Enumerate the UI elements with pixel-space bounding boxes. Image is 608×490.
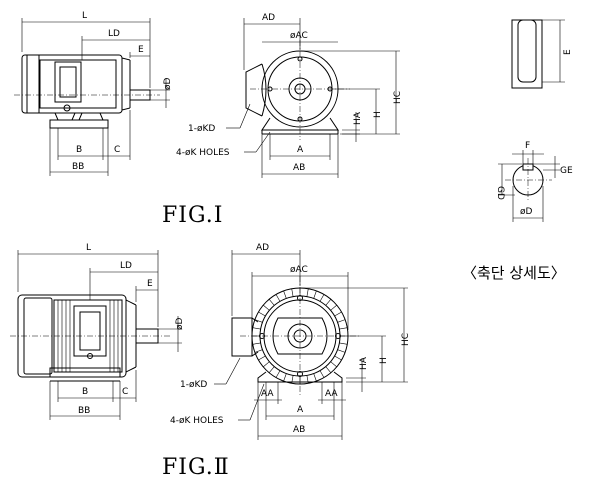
dim-HA: HA — [353, 111, 363, 125]
shaft-section-view: F GE GD øD — [495, 141, 573, 222]
cooling-fin — [291, 288, 294, 297]
dim-D-2: øD — [175, 317, 185, 330]
cooling-fin — [263, 304, 270, 311]
dim-L-2: L — [86, 243, 91, 253]
dim-AC-2: øAC — [290, 265, 308, 275]
fig2-caption: FIG.Ⅱ — [162, 455, 230, 480]
cooling-fin — [319, 294, 325, 302]
fig1-side-view — [14, 54, 160, 129]
dim-H-2: H — [379, 357, 389, 364]
cooling-fin — [319, 370, 325, 378]
cooling-fin — [263, 361, 270, 368]
cooling-fin — [252, 342, 261, 345]
cooling-fin — [268, 366, 275, 373]
dim-LD: LD — [108, 29, 120, 39]
fig2-front-view — [231, 276, 360, 395]
cooling-fin — [306, 288, 309, 297]
dim-LD-2: LD — [120, 261, 132, 271]
dim-B: B — [76, 145, 82, 155]
dim-HC-2: HC — [401, 333, 411, 346]
cooling-fin — [254, 349, 263, 353]
cooling-fin — [330, 304, 337, 311]
dim-K-holes-2: 4-øK HOLES — [170, 416, 224, 426]
dim-A-2: A — [297, 405, 304, 415]
cooling-fin — [330, 361, 337, 368]
dim-K-holes: 4-øK HOLES — [176, 148, 230, 158]
dim-AB: AB — [293, 163, 305, 173]
cooling-fin — [334, 311, 342, 317]
dim-C-2: C — [122, 387, 128, 397]
dim-AC: øAC — [290, 31, 308, 41]
dim-B-2: B — [82, 387, 88, 397]
cooling-fin — [275, 370, 281, 378]
dim-AD: AD — [262, 13, 275, 23]
cooling-fin — [258, 355, 266, 361]
cooling-fin — [258, 311, 266, 317]
dim-L: L — [82, 11, 87, 21]
cooling-fin — [313, 373, 317, 382]
dim-KD-2: 1-øKD — [180, 380, 207, 390]
cooling-fin — [325, 366, 332, 373]
dim-HC: HC — [393, 91, 403, 104]
shaft-keyway-top-view: E — [511, 19, 573, 89]
fig1-front-view — [245, 40, 350, 140]
cooling-fin — [283, 373, 287, 382]
shaft-detail-title: 〈축단 상세도〉 — [462, 264, 566, 282]
dim-C: C — [114, 145, 120, 155]
dim-GD: GD — [495, 186, 505, 200]
cooling-fin — [339, 327, 348, 330]
dim-D: øD — [163, 77, 173, 90]
dim-AA-left: AA — [261, 389, 274, 399]
cooling-fin — [283, 290, 287, 299]
dim-KD: 1-øKD — [188, 124, 215, 134]
cooling-fin — [337, 319, 346, 323]
dim-E-detail: E — [563, 49, 573, 55]
dim-GE: GE — [560, 166, 573, 176]
dim-A: A — [297, 145, 304, 155]
cooling-fin — [313, 290, 317, 299]
dim-F: F — [525, 141, 530, 151]
fig1-front-dims: AD øAC HA H HC 1-øKD 4-øK HOLES A — [176, 13, 403, 178]
cooling-fin — [268, 299, 275, 306]
dim-H: H — [373, 111, 383, 118]
dim-E-2: E — [147, 279, 153, 289]
dim-AA-right: AA — [325, 389, 338, 399]
dim-D-detail: øD — [520, 207, 533, 217]
cooling-fin — [252, 327, 261, 330]
fig2-side-view — [10, 294, 170, 382]
cooling-fin — [334, 355, 342, 361]
cooling-fin — [254, 319, 263, 323]
dim-HA-2: HA — [359, 356, 369, 370]
cooling-fin — [337, 349, 346, 353]
fig2-side-dims: L LD E øD B C BB — [17, 243, 185, 420]
dim-BB-2: BB — [78, 406, 90, 416]
dim-BB: BB — [72, 162, 84, 172]
fig1-side-dims: L LD E øD B C BB — [21, 11, 173, 176]
fig1-caption: FIG.Ⅰ — [162, 203, 223, 228]
dim-E: E — [138, 45, 144, 55]
fig2-front-dims: AD øAC HA H HC 1-øKD 4-øK HOLES AA — [170, 243, 411, 440]
cooling-fin — [339, 342, 348, 345]
cooling-fin — [325, 299, 332, 306]
dim-AB-2: AB — [293, 425, 305, 435]
dim-AD-2: AD — [256, 243, 269, 253]
cooling-fin — [275, 294, 281, 302]
